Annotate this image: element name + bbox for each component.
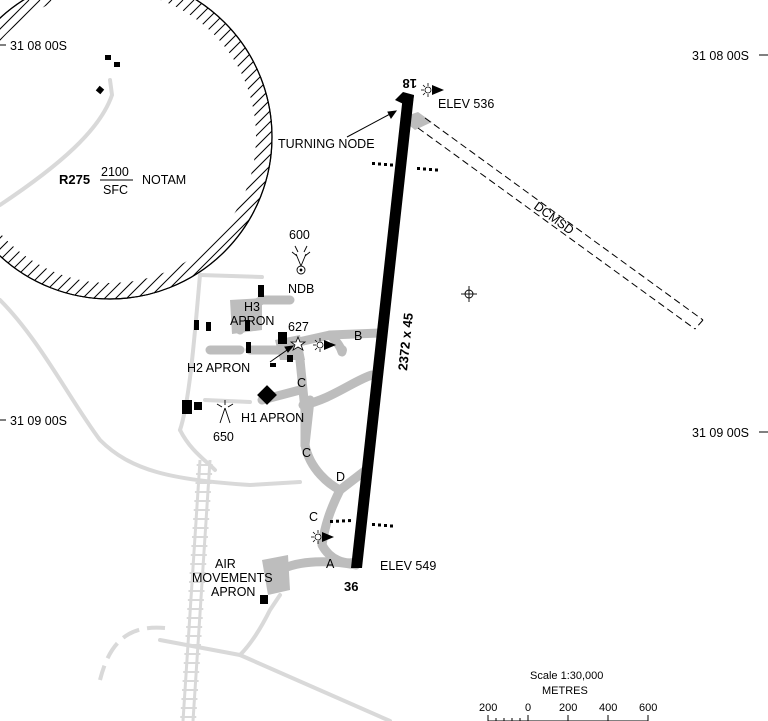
taxiway-c-label-3: C <box>309 510 318 524</box>
threshold-dot <box>342 519 345 523</box>
scale-tick-label: 200 <box>559 702 577 714</box>
threshold-dot <box>348 519 351 523</box>
buildings <box>95 55 293 604</box>
threshold-dot <box>435 168 438 172</box>
threshold-dot <box>417 167 420 170</box>
elev-south: ELEV 549 <box>380 559 436 573</box>
dashed-tracks <box>98 625 166 681</box>
ndb-height: 600 <box>289 228 310 242</box>
aerodrome-reference-point-icon <box>461 286 477 302</box>
threshold-dot <box>372 162 375 165</box>
h3-apron-line1: H3 <box>244 300 260 314</box>
taxiway-c-label-1: C <box>297 376 306 390</box>
air-movements-line2: MOVEMENTS <box>192 571 273 585</box>
turning-node-pad <box>395 92 414 108</box>
taxiway-c-label-2: C <box>302 446 311 460</box>
threshold-dot <box>390 524 393 528</box>
threshold-dot <box>378 162 381 166</box>
restricted-area-note: NOTAM <box>142 173 186 187</box>
obstacle-627-star-icon <box>289 335 307 351</box>
threshold-dot <box>390 163 393 167</box>
lat-label-top-right: 31 08 00S <box>692 49 749 63</box>
h1-apron-label: H1 APRON <box>241 411 304 425</box>
runway-18-36 <box>351 92 414 568</box>
ndb-icon <box>291 245 311 275</box>
threshold-markings <box>330 162 438 528</box>
scale-tick-label: 400 <box>599 702 617 714</box>
runway-end-36: 36 <box>344 579 358 594</box>
runway-end-18: 18 <box>403 76 417 91</box>
lat-label-mid-right: 31 09 00S <box>692 426 749 440</box>
restricted-area-upper: 2100 <box>101 165 129 179</box>
taxiway-d-label: D <box>336 470 345 484</box>
scale-title: Scale 1:30,000 <box>530 670 603 682</box>
wind-indicator-south <box>311 530 334 544</box>
scale-bar: Scale 1:30,000 METRES 200 0 200 400 600 <box>479 670 657 721</box>
obstacle-650-label: 650 <box>213 430 234 444</box>
restricted-area-lower: SFC <box>103 183 128 197</box>
threshold-dot <box>378 523 381 527</box>
threshold-dot <box>429 168 432 171</box>
ndb-label: NDB <box>288 282 314 296</box>
dcmsd-label: DCMSD <box>531 199 576 237</box>
obstacle-627-label: 627 <box>288 320 309 334</box>
runway-dimensions: 2372 x 45 <box>395 312 416 371</box>
threshold-dot <box>384 163 387 166</box>
threshold-dot <box>384 524 387 527</box>
scale-tick-label: 0 <box>525 702 531 714</box>
leader-arrows <box>269 110 398 363</box>
roads <box>0 78 392 721</box>
taxiway-b-label: B <box>354 329 362 343</box>
taxiway-a-label: A <box>326 557 335 571</box>
obstacle-650-icon <box>216 400 234 424</box>
threshold-dot <box>423 167 426 171</box>
restricted-area-id: R275 <box>59 172 90 187</box>
air-movements-line1: AIR <box>215 557 236 571</box>
air-movements-line3: APRON <box>211 585 255 599</box>
scale-tick-label: 200 <box>479 702 497 714</box>
turning-node-label: TURNING NODE <box>278 137 375 151</box>
h3-apron-line2: APRON <box>230 314 274 328</box>
scale-tick-label: 600 <box>639 702 657 714</box>
threshold-dot <box>372 523 375 526</box>
elev-north: ELEV 536 <box>438 97 494 111</box>
wind-indicator-north <box>421 83 444 97</box>
track-ties <box>180 464 213 718</box>
threshold-dot <box>330 520 333 523</box>
lat-label-mid-left: 31 09 00S <box>10 414 67 428</box>
dcmsd-strip <box>417 117 704 330</box>
h2-apron-label: H2 APRON <box>187 361 250 375</box>
wind-indicator-mid <box>313 338 336 352</box>
lat-ticks <box>0 44 768 433</box>
threshold-dot <box>336 519 339 523</box>
scale-unit: METRES <box>542 685 588 697</box>
lat-label-top-left: 31 08 00S <box>10 39 67 53</box>
